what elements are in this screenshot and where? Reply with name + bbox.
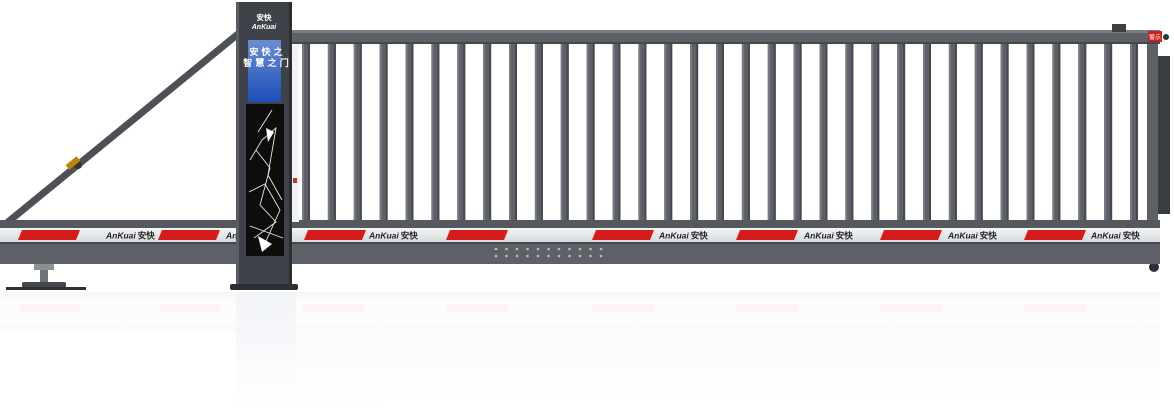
bolt-hole [578, 247, 582, 251]
gate-bar [923, 44, 931, 220]
bottom-beam [0, 220, 1160, 264]
bolt-hole [536, 247, 540, 251]
bolt-hole [589, 254, 592, 258]
bolt-hole [526, 247, 529, 251]
panel-line-art [248, 109, 284, 251]
reflector-strip [304, 230, 366, 240]
top-beam: 警示 [292, 24, 1169, 44]
gate-bar [534, 44, 543, 220]
pillar-logo-cn: 安快 [257, 12, 272, 22]
gate-bar [638, 44, 647, 220]
gate-bar [612, 44, 621, 220]
end-post [1147, 44, 1170, 272]
gate-bar [793, 44, 802, 220]
gate-bar [560, 44, 569, 220]
gate-bar [897, 44, 906, 220]
reflector-strip [1024, 230, 1086, 240]
reflector-strip [446, 230, 508, 240]
bolt-hole [599, 247, 603, 251]
gate-bar [1026, 44, 1035, 220]
gate-bar [1130, 44, 1138, 220]
gate-bar [457, 44, 466, 220]
pillar-logo-en: AnKuai [251, 24, 278, 31]
gate-bar [690, 44, 699, 220]
gate-bar [974, 44, 983, 220]
bolt-hole [589, 247, 592, 251]
gate-bar [819, 44, 828, 220]
gate-bar [948, 44, 957, 220]
reflector-strip [736, 230, 798, 240]
bolt-holes [494, 247, 603, 258]
screen-line-2: 智 慧 之 门 [243, 57, 288, 69]
gate-bar [1104, 44, 1113, 220]
warning-tag: 警示 [1149, 34, 1161, 42]
gate-bar [767, 44, 776, 220]
gate-bar [509, 44, 517, 220]
bolt-hole [494, 254, 498, 258]
gate-bar [845, 44, 854, 220]
bolt-hole [515, 247, 519, 251]
support-foot [6, 262, 86, 290]
gate-bar [327, 44, 336, 220]
gate-bar [871, 44, 880, 220]
gate-bar [379, 44, 388, 220]
bolt-hole [536, 254, 540, 258]
screen-line-1: 安 快 之 [249, 46, 282, 58]
bolt-hole [494, 247, 498, 251]
gate-bar [405, 44, 414, 220]
gate-bar [1078, 44, 1087, 220]
reflector-strip [592, 230, 654, 240]
gate-bars [0, 44, 1138, 228]
bolt-hole [505, 254, 508, 258]
bolt-hole [505, 247, 508, 251]
bolt-hole [568, 247, 571, 251]
bolt-hole [547, 247, 550, 251]
bolt-hole [526, 254, 529, 258]
bolt-hole [515, 254, 519, 258]
reflector-strip [158, 230, 220, 240]
gate-bar [483, 44, 492, 220]
gate-bar [353, 44, 362, 220]
gate-bar [1000, 44, 1009, 220]
bolt-hole [557, 247, 561, 251]
gate-bar [716, 44, 724, 220]
gate-bar [431, 44, 440, 220]
bolt-hole [557, 254, 561, 258]
pillar-panel [246, 104, 284, 256]
gate-bar [664, 44, 673, 220]
gate-bar [302, 44, 310, 220]
bolt-hole [547, 254, 550, 258]
diagonal-brace [4, 30, 242, 226]
reflector-strip [18, 230, 80, 240]
bolt-hole [599, 254, 603, 258]
bolt-hole [578, 254, 582, 258]
gate-bar [741, 44, 750, 220]
gate-bar [1052, 44, 1061, 220]
gate-bar [586, 44, 595, 220]
reflector-strip [880, 230, 942, 240]
control-pillar: 安快 AnKuai 安 快 之 智 慧 之 门 [230, 2, 299, 290]
red-reflectors [18, 230, 1086, 240]
bolt-hole [568, 254, 571, 258]
